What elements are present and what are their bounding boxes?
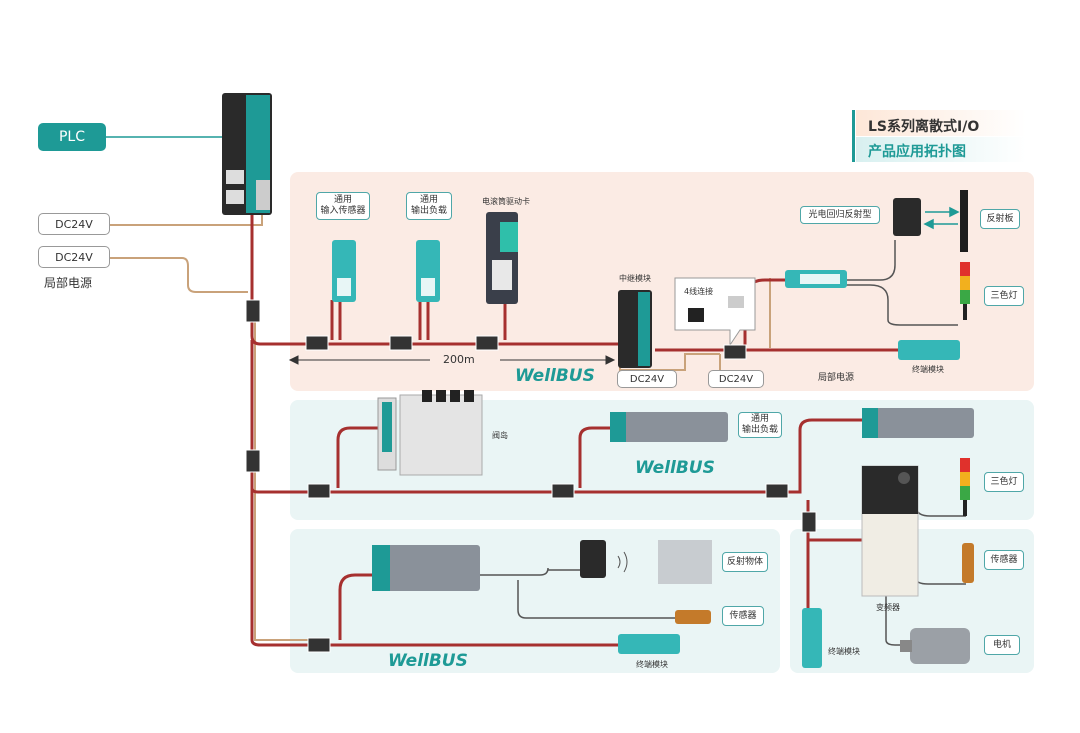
- inverter-label: 变频器: [876, 603, 900, 612]
- right-io-module: [862, 408, 974, 438]
- wellbus-middle: WellBUS: [635, 458, 715, 478]
- drum-card-device: [486, 212, 518, 304]
- distance-arrow: [288, 355, 616, 365]
- motor-label: 电机: [984, 635, 1020, 655]
- output-load-module: [416, 240, 440, 302]
- dc24v-box-1: DC24V: [38, 213, 110, 235]
- sensor-bottom-label: 传感器: [722, 606, 764, 626]
- photo-reflect-label: 光电回归反射型: [800, 206, 880, 224]
- wellbus-top: WellBUS: [515, 366, 595, 386]
- relay-module-device: [618, 290, 652, 368]
- reflector-plate: [960, 190, 968, 252]
- tri-light-top-label: 三色灯: [984, 286, 1024, 306]
- title-line-1: LS系列离散式I/O: [868, 119, 980, 135]
- reflect-object-block: [658, 540, 712, 584]
- bottom-photo-sensor: [580, 540, 628, 578]
- mid-output-load-label: 通用 输出负载: [738, 412, 782, 438]
- tri-light-right-label: 三色灯: [984, 472, 1024, 492]
- relay-module-label: 中继模块: [619, 274, 651, 283]
- valve-island-device: [377, 390, 483, 476]
- photo-sensor-device: [893, 198, 921, 236]
- title-band-1: [856, 110, 1026, 136]
- inverter-device: [861, 465, 919, 597]
- terminal-module-top: [898, 340, 960, 360]
- local-power-top-label: 局部电源: [818, 373, 855, 383]
- bus-connectors: [245, 299, 817, 653]
- general-input-sensor-label: 通用 输入传感器: [316, 192, 370, 220]
- reflect-object-label: 反射物体: [722, 552, 768, 572]
- dc24v-box-a: DC24V: [617, 370, 677, 388]
- valve-island-label: 阀岛: [492, 431, 508, 440]
- input-sensor-module: [332, 240, 356, 302]
- reflector-label: 反射板: [980, 209, 1020, 229]
- dc24v-box-b: DC24V: [708, 370, 764, 388]
- tri-light-top: [960, 262, 970, 320]
- general-output-load-label: 通用 输出负载: [406, 192, 452, 220]
- tri-light-right: [960, 458, 970, 516]
- terminal-top-label: 终端模块: [912, 365, 944, 374]
- bottom-sensor-device: [675, 610, 711, 624]
- four-wire-label: 4线连接: [684, 287, 714, 296]
- four-wire-callout: [674, 277, 756, 347]
- mid-io-module: [610, 412, 728, 442]
- terminal-right-label: 终端模块: [828, 647, 860, 656]
- terminal-bottom-label: 终端模块: [636, 660, 668, 669]
- plc-label: PLC: [38, 123, 106, 151]
- distance-label: 200m: [440, 353, 478, 366]
- title-band-2: [856, 137, 1026, 162]
- plc-device: [222, 93, 272, 215]
- dc24v-box-2: DC24V: [38, 246, 110, 268]
- wellbus-bottom: WellBUS: [388, 651, 468, 671]
- photo-io-module: [785, 270, 847, 288]
- sensor-right-label: 传感器: [984, 550, 1024, 570]
- terminal-module-bottom: [618, 634, 680, 654]
- motor-device: [900, 628, 970, 664]
- title-accent-bar: [852, 110, 855, 162]
- title-line-2: 产品应用拓扑图: [868, 144, 966, 160]
- terminal-module-right: [802, 608, 822, 668]
- local-power-label: 局部电源: [44, 276, 93, 290]
- bottom-io-module: [372, 545, 480, 591]
- photo-beam-arrows: [923, 206, 960, 230]
- drum-card-label: 电滚筒驱动卡: [482, 197, 530, 206]
- right-sensor-device: [962, 543, 974, 583]
